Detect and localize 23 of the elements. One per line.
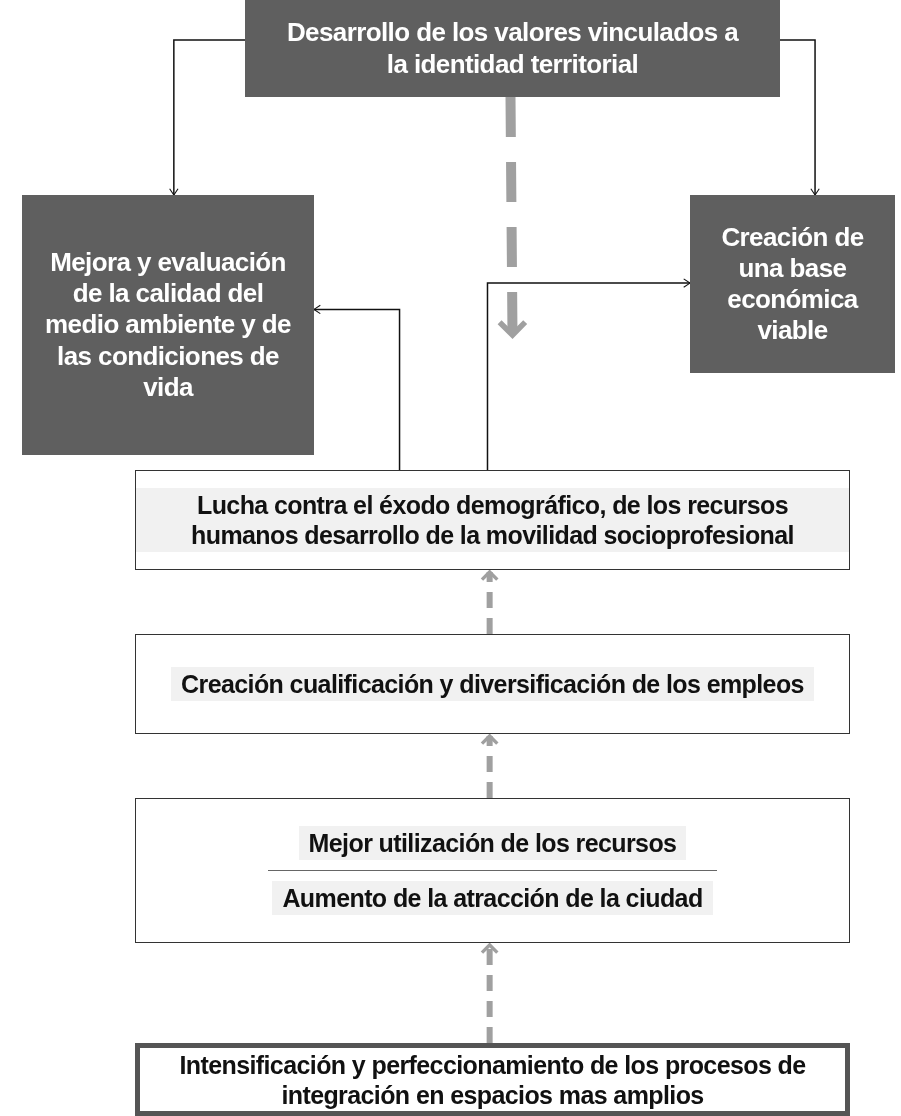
- arrow: [169, 39, 246, 196]
- process-box: [135, 634, 850, 734]
- dashed-arrow: [480, 570, 499, 634]
- box-text: Creación de una base económica viable: [720, 221, 865, 347]
- process-box: [135, 798, 850, 943]
- outcome-box: [690, 195, 895, 373]
- box-text: Aumento de la atracción de la ciudad: [272, 881, 713, 915]
- base-box: [135, 1043, 850, 1116]
- box-text: Intensificación y perfeccionamiento de los procesos de integración en espacios mas amplios: [178, 1049, 807, 1110]
- arrow: [486, 278, 691, 471]
- dashed-arrow: [480, 734, 499, 798]
- box-text: Creación cualificación y diversificación de los empleos: [171, 667, 814, 701]
- box-text: Desarrollo de los valores vinculados a la identidad territorial: [285, 17, 740, 80]
- heading-box: [245, 0, 780, 97]
- box-text: Mejor utilización de los recursos: [298, 826, 687, 860]
- box-text: Lucha contra el éxodo demográfico, de los recursos humanos desarrollo de la movilidad socioprofesional: [136, 488, 849, 552]
- dashed-arrow: [496, 96, 528, 338]
- process-box: [135, 470, 850, 570]
- box-text: Mejora y evaluación de la calidad del medio ambiente y de las condiciones de vida: [44, 247, 292, 403]
- arrow: [779, 39, 820, 196]
- dashed-arrow: [480, 943, 499, 1043]
- arrow: [313, 304, 401, 471]
- outcome-box: [22, 195, 314, 455]
